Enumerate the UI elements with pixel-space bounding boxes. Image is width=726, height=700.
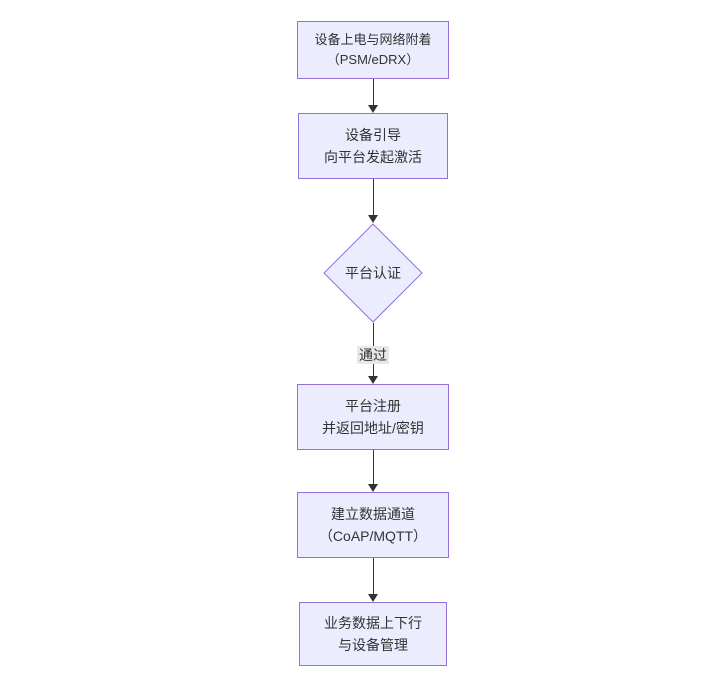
node-power-attach-label: 设备上电与网络附着 （PSM/eDRX） — [314, 32, 432, 67]
arrow-head-icon — [368, 105, 378, 113]
arrow-line — [372, 450, 374, 484]
edge-auth-to-register: 通过 — [353, 323, 393, 384]
arrow-line — [372, 179, 374, 215]
edge-register-to-channel — [353, 450, 393, 492]
arrow-line — [372, 558, 374, 594]
node-platform-auth: 平台认证 — [323, 223, 423, 323]
node-platform-register-label: 平台注册 并返回地址/密钥 — [322, 398, 424, 436]
node-bootstrap-activate: 设备引导 向平台发起激活 — [298, 113, 448, 179]
diamond-shape — [323, 223, 423, 323]
arrow-head-icon — [368, 215, 378, 223]
node-platform-register: 平台注册 并返回地址/密钥 — [297, 384, 449, 450]
edge-power-to-bootstrap — [353, 79, 393, 113]
edge-bootstrap-to-auth — [353, 179, 393, 223]
arrow-line — [372, 79, 374, 105]
arrow-head-icon — [368, 594, 378, 602]
node-power-attach: 设备上电与网络附着 （PSM/eDRX） — [297, 21, 449, 79]
arrow-head-icon — [368, 376, 378, 384]
node-platform-auth-label: 平台认证 — [345, 265, 401, 281]
node-data-channel-label: 建立数据通道 （CoAP/MQTT） — [318, 506, 428, 544]
node-bootstrap-activate-label: 设备引导 向平台发起激活 — [324, 127, 422, 165]
arrow-head-icon — [368, 484, 378, 492]
edge-label-pass: 通过 — [357, 346, 389, 364]
node-data-channel: 建立数据通道 （CoAP/MQTT） — [297, 492, 449, 558]
edge-channel-to-business — [353, 558, 393, 602]
node-business-data: 业务数据上下行 与设备管理 — [299, 602, 447, 666]
node-business-data-label: 业务数据上下行 与设备管理 — [324, 615, 422, 653]
flowchart-column: 设备上电与网络附着 （PSM/eDRX） 设备引导 向平台发起激活 平台认证 通… — [297, 21, 449, 666]
